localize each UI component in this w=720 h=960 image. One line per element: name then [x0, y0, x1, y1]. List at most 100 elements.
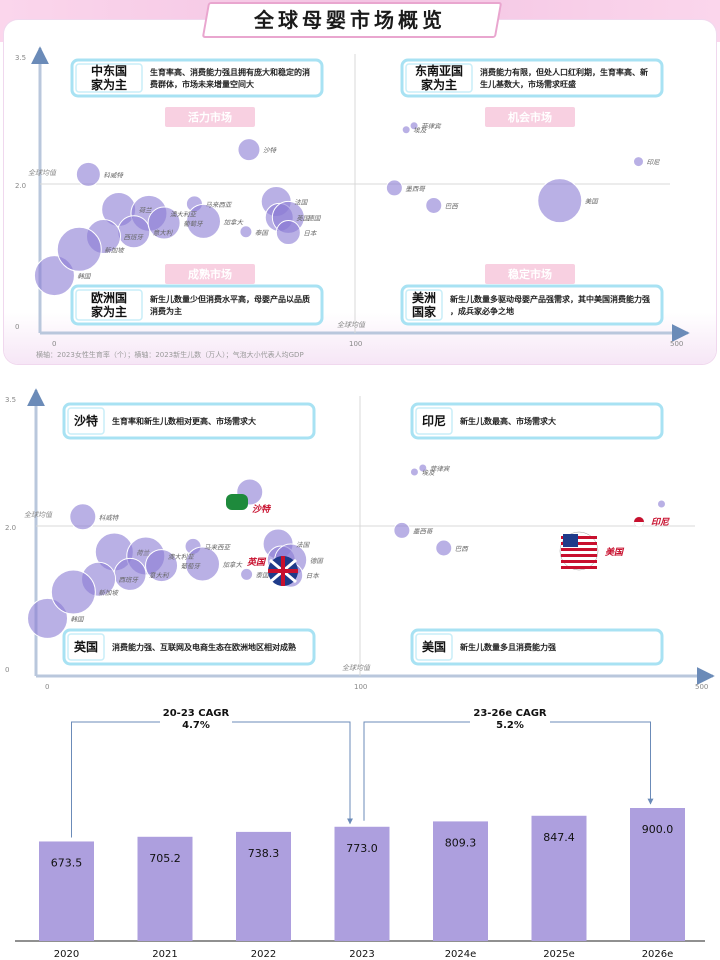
- c1-callout-body: 消费能力有限，但处人口红利期，生育率高、新: [480, 67, 648, 77]
- c1-callout-body: ，成兵家必争之地: [450, 306, 514, 316]
- c2-point-label: 马来西亚: [204, 543, 232, 551]
- c1-callout-body: 生儿基数大，市场需求旺盛: [480, 79, 576, 89]
- c2-x-axis-label: 全球均值: [342, 664, 371, 672]
- c2-callout-body: 新生儿数最高、市场需求大: [460, 416, 556, 426]
- c2-us-flag-stripe: [561, 548, 597, 551]
- c2-y-axis-label: 全球均值: [24, 511, 53, 519]
- c2-point-label: 新加坡: [98, 589, 119, 597]
- c3-category-label: 2021: [152, 949, 177, 960]
- c1-bubble: [75, 161, 101, 187]
- c2-saudi-flag: [226, 494, 248, 510]
- c1-point-label: 印尼: [647, 159, 661, 167]
- c2-bubble: [50, 569, 96, 615]
- c2-highlight-label: 美国: [605, 547, 625, 558]
- c2-point-label: 法国: [296, 541, 311, 549]
- c2-callout-body: 新生儿数量多且消费能力强: [460, 642, 556, 652]
- c3-category-label: 2026e: [642, 949, 674, 960]
- c1-point-label: 泰国: [255, 229, 269, 237]
- c2-bubble: [435, 539, 453, 557]
- c1-point-label: 加拿大: [224, 218, 245, 226]
- c3-bar: [137, 836, 193, 941]
- c3-category-label: 2022: [251, 949, 276, 960]
- c2-point-label: 澳大利亚: [168, 553, 196, 561]
- c2-callout-body: 消费能力强、互联网及电商生态在欧洲地区相对成熟: [112, 642, 296, 652]
- c1-callout-head-box: [405, 63, 473, 93]
- c1-bubble: [401, 125, 411, 135]
- c1-callout-body: 消费为主: [150, 306, 182, 316]
- c2-point-label: 菲律宾: [430, 465, 451, 473]
- c1-point-label: 美国: [585, 198, 600, 206]
- c2-bubble: [185, 546, 220, 582]
- c1-bubble: [239, 225, 253, 239]
- c1-callout-head-box: [75, 63, 143, 93]
- c2-point-label: 埃及: [421, 469, 435, 477]
- c1-source-note: 横轴：2023女性生育率（个）；横轴：2023新生儿数（万人）；气泡大小代表人均…: [36, 350, 304, 359]
- c3-bar: [236, 831, 291, 941]
- c2-us-flag-stripe: [561, 536, 597, 539]
- c3-cagr-label-bg: [160, 703, 232, 733]
- c1-point-label: 巴西: [445, 202, 460, 210]
- c1-quadrant-tag: 成熟市场: [188, 267, 232, 281]
- c2-callout-box: [410, 628, 664, 666]
- c2-callout-box: [410, 402, 664, 440]
- c3-cagr-bracket: [71, 721, 353, 838]
- c3-cagr-label: 23-26e CAGR: [473, 708, 547, 719]
- c1-point-label: 科威特: [103, 171, 124, 179]
- c3-bar: [531, 815, 587, 941]
- c1-callout-head: 家为主: [421, 77, 457, 92]
- c3-value-label: 809.3: [445, 836, 477, 849]
- c2-callout-head-box: [67, 633, 105, 661]
- c2-us-flag-canton: [563, 534, 578, 547]
- c2-bubble: [409, 467, 419, 477]
- c1-point-label: 日本: [303, 230, 318, 238]
- c1-point-label: 沙特: [263, 147, 278, 155]
- c3-value-label: 673.5: [51, 856, 83, 869]
- c2-callout-head: 英国: [74, 639, 98, 654]
- c1-callout-head: 国家: [412, 304, 437, 319]
- c1-point-label: 意大利: [153, 229, 174, 237]
- c1-quadrant-tag-bg: [165, 107, 255, 127]
- c3-cagr-label: 20-23 CAGR: [163, 708, 230, 719]
- c2-y-tick: 0: [5, 666, 9, 674]
- c1-bubble: [117, 215, 151, 249]
- c1-callout-head-box: [405, 289, 443, 321]
- c2-x-tick: 500: [695, 683, 708, 691]
- c1-bubble: [275, 220, 301, 246]
- c1-y-axis-label: 全球均值: [28, 169, 57, 177]
- c3-category-label: 2023: [349, 949, 374, 960]
- c1-callout-body: 生育率高、消费能力强且拥有庞大和稳定的消: [150, 67, 310, 77]
- c3-cagr-label-bg: [470, 703, 550, 733]
- c2-us-flag-stripe: [561, 560, 597, 563]
- c1-callout-head: 家为主: [91, 304, 127, 319]
- c2-point-label: 泰国: [256, 571, 271, 579]
- c1-point-label: 埃及: [413, 127, 427, 135]
- c1-bubble: [409, 121, 419, 131]
- c1-bubble: [186, 203, 221, 239]
- c3-value-label: 705.2: [149, 852, 181, 865]
- market-size-bar-chart: 673.52020705.22021738.32022773.02023809.…: [15, 703, 705, 960]
- c1-point-label: 韩国: [77, 273, 92, 281]
- c3-cagr-bracket: [363, 721, 654, 821]
- c2-callout-body: 生育率和新生儿数相对更高、市场需求大: [112, 416, 256, 426]
- c2-point-label: 德国: [310, 557, 325, 565]
- c2-point-label: 墨西哥: [413, 527, 434, 535]
- c2-callout-box: [62, 628, 316, 666]
- c1-bubble: [633, 156, 644, 168]
- c1-callout-head: 家为主: [91, 77, 127, 92]
- c1-callout-body: 新生儿数量少但消费水平高，母婴产品以品质: [150, 294, 310, 304]
- c1-bubble: [147, 206, 181, 240]
- c1-quadrant-tag-bg: [485, 264, 575, 284]
- c1-point-label: 新加坡: [104, 246, 125, 254]
- c3-value-label: 847.4: [543, 831, 575, 844]
- c2-us-flag-stripe: [561, 554, 597, 557]
- c1-y-tick: 3.5: [15, 54, 26, 62]
- c1-bubble: [237, 138, 261, 162]
- c2-point-label: 葡萄牙: [181, 563, 202, 571]
- c2-point-label: 巴西: [455, 545, 470, 553]
- c1-y-tick: 0: [15, 323, 19, 331]
- c2-bubble: [418, 463, 428, 473]
- c2-us-flag-stripe: [561, 542, 597, 545]
- c3-bar: [433, 821, 488, 941]
